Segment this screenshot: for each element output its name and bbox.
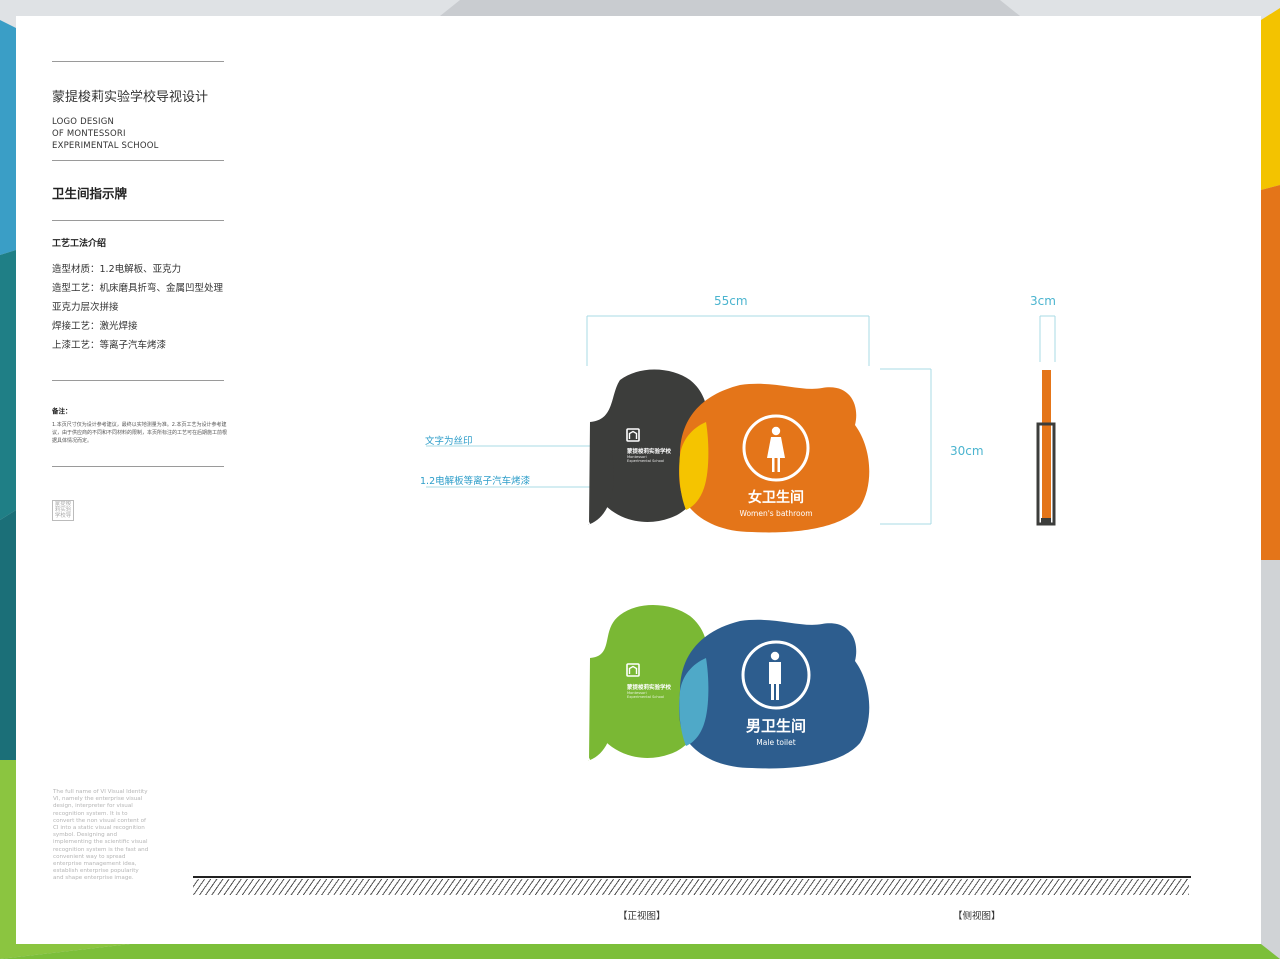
height-label: 30cm — [950, 444, 984, 458]
craft-item: 焊接工艺：激光焊接 — [52, 321, 138, 332]
icon-ring — [741, 640, 811, 710]
female-person-icon — [767, 426, 785, 472]
project-title: 蒙提梭莉实验学校导视设计 — [52, 90, 209, 105]
depth-label: 3cm — [1030, 294, 1056, 308]
craft-item: 亚克力层次拼接 — [52, 302, 119, 313]
depth-dimension — [1039, 315, 1056, 362]
width-label: 55cm — [714, 294, 748, 308]
front-view-caption: 【正视图】 — [618, 911, 666, 922]
divider — [52, 61, 224, 62]
sign-blue-petal — [679, 619, 870, 769]
height-dimension — [880, 368, 932, 525]
print-annotation: 文字为丝印 — [425, 436, 473, 447]
school-logo-icon — [626, 663, 640, 677]
female-sign — [588, 369, 870, 533]
female-sign-title: 女卫生间 — [748, 490, 804, 506]
craft-list: 造型材质：1.2电解板、亚克力 造型工艺：机床磨具折弯、金属凹型处理 亚克力层次… — [52, 260, 223, 355]
vi-description: The full name of VI Visual Identity VI, … — [53, 789, 149, 882]
male-sign-subtitle: Male toilet — [756, 738, 796, 747]
female-sign-subtitle: Women's bathroom — [739, 509, 813, 518]
school-logo-icon — [626, 428, 640, 442]
divider — [52, 160, 224, 161]
side-view — [1036, 370, 1056, 526]
note-body: 1.本页尺寸仅为设计参考建议，最终以实地测量为准。2.本页工艺为设计参考建议，由… — [52, 422, 228, 444]
craft-item: 造型材质：1.2电解板、亚克力 — [52, 264, 182, 275]
school-name-en-line: Montessori — [627, 455, 647, 459]
school-name-cn: 蒙提梭莉实验学校 — [627, 685, 672, 691]
sign-yellow-overlap — [679, 422, 709, 510]
section-title: 卫生间指示牌 — [52, 186, 128, 201]
school-name-en-line: Experimental School — [627, 459, 665, 463]
seal-stamp: 蒙提梭莉实验学校导 — [52, 500, 74, 521]
male-person-icon — [769, 651, 781, 700]
sign-dark-edge — [590, 424, 614, 524]
male-sign-title: 男卫生间 — [745, 717, 806, 735]
sign-lightblue-overlap — [679, 658, 709, 746]
school-name-en-line: Montessori — [627, 691, 647, 695]
note-heading: 备注： — [52, 407, 72, 415]
ground-line — [193, 876, 1191, 878]
divider — [52, 380, 224, 381]
sign-green-petal — [588, 604, 708, 761]
material-annotation: 1.2电解板等离子汽车烤漆 — [420, 476, 531, 487]
project-title-en-line: OF MONTESSORI — [52, 129, 126, 139]
divider — [52, 220, 224, 221]
school-name-cn: 蒙提梭莉实验学校 — [627, 449, 672, 455]
craft-heading: 工艺工法介绍 — [52, 239, 107, 249]
school-name-en-line: Experimental School — [627, 695, 665, 699]
school-name-en: Montessori Experimental School — [627, 691, 664, 699]
craft-item: 造型工艺：机床磨具折弯、金属凹型处理 — [52, 283, 224, 294]
icon-ring — [742, 414, 810, 482]
sign-dark-petal — [588, 369, 708, 525]
school-name-en: Montessori Experimental School — [627, 455, 664, 463]
sign-green-edge — [590, 660, 614, 760]
project-title-en-line: EXPERIMENTAL SCHOOL — [52, 141, 159, 151]
male-sign — [588, 604, 870, 769]
ground-hatch — [193, 879, 1189, 895]
width-dimension — [586, 315, 870, 366]
project-title-en-line: LOGO DESIGN — [52, 117, 115, 127]
divider — [52, 466, 224, 467]
craft-item: 上漆工艺：等离子汽车烤漆 — [52, 340, 167, 351]
project-title-en: LOGO DESIGN OF MONTESSORI EXPERIMENTAL S… — [52, 116, 159, 152]
side-view-caption: 【侧视图】 — [953, 911, 1001, 922]
